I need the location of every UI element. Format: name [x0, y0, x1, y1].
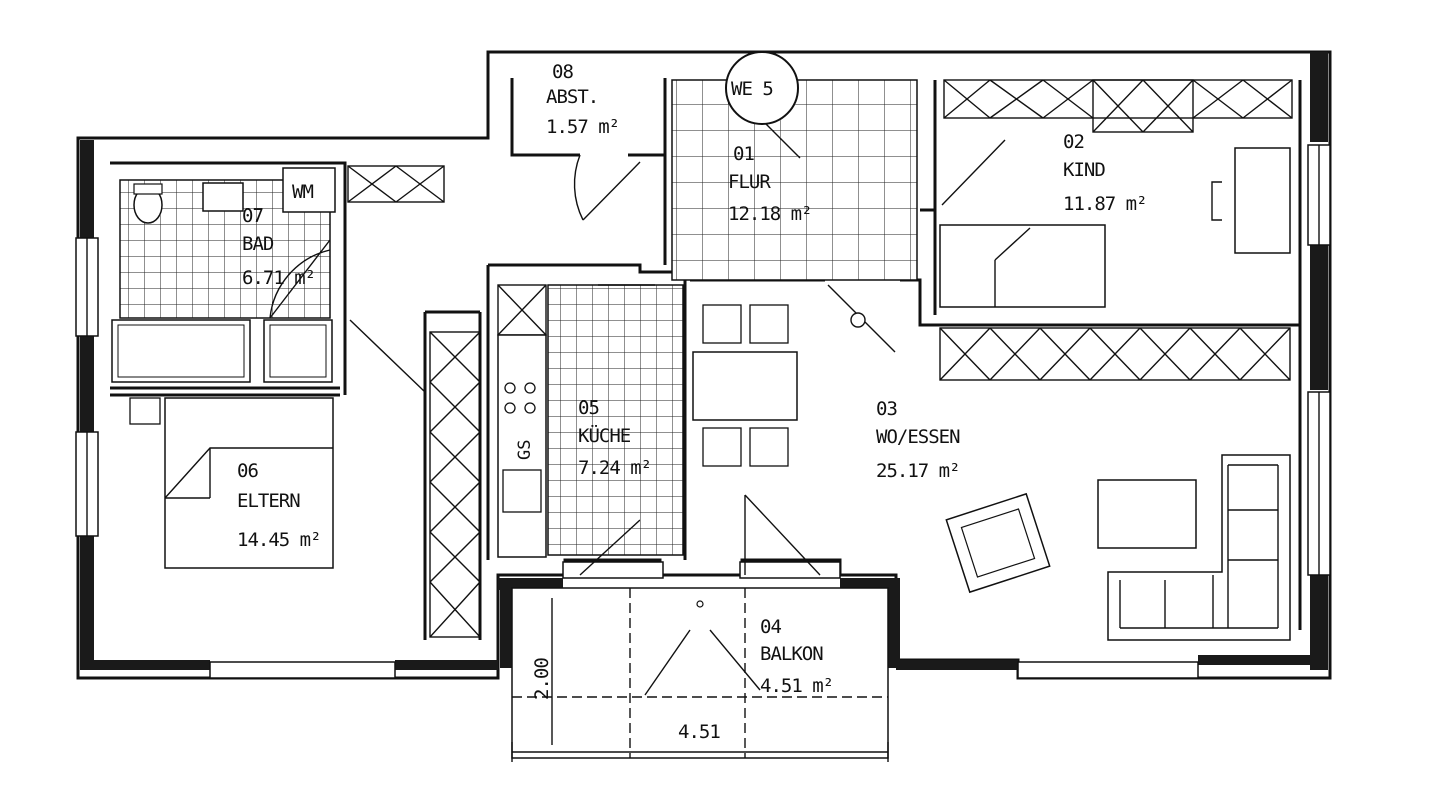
hall-tiles	[671, 79, 918, 281]
kitchen-counter	[497, 334, 547, 558]
room-area: 25.17 m²	[876, 460, 960, 482]
room-label-kueche: 05 KÜCHE 7.24 m²	[578, 397, 652, 479]
room-number: 06	[237, 460, 258, 482]
room-number: 08	[552, 61, 573, 83]
room-area: 12.18 m²	[728, 203, 812, 225]
room-number: 02	[1063, 131, 1084, 153]
room-label-flur: 01 FLUR 12.18 m²	[728, 143, 813, 225]
room-area: 11.87 m²	[1063, 193, 1147, 215]
room-label-eltern: 06 ELTERN 14.45 m²	[237, 460, 322, 551]
balcony-width-dimension: 4.51	[678, 721, 720, 743]
unit-label: WE 5	[731, 78, 773, 100]
unit-circle	[725, 51, 799, 125]
room-label-bad: 07 BAD 6.71 m²	[242, 205, 316, 289]
wall-cabinets	[347, 79, 1293, 638]
room-area: 1.57 m²	[546, 116, 619, 138]
room-label-kind: 02 KIND 11.87 m²	[1063, 131, 1148, 215]
room-name: WO/ESSEN	[876, 426, 960, 448]
room-name: BALKON	[760, 643, 823, 665]
room-number: 05	[578, 397, 599, 419]
bath-fixtures	[111, 167, 336, 383]
balcony	[511, 587, 889, 762]
room-name: KÜCHE	[578, 424, 631, 447]
room-name: KIND	[1063, 159, 1105, 181]
kitchen-tiles	[547, 284, 684, 556]
room-area: 14.45 m²	[237, 529, 321, 551]
room-name: ELTERN	[237, 490, 300, 512]
room-label-wohnen: 03 WO/ESSEN 25.17 m²	[876, 398, 961, 482]
room-number: 07	[242, 205, 263, 227]
room-area: 4.51 m²	[760, 675, 833, 697]
balcony-depth-dimension: 2.00	[531, 658, 553, 700]
stove-label: GS	[515, 440, 535, 460]
room-number: 04	[760, 616, 781, 638]
room-area: 6.71 m²	[242, 267, 315, 289]
room-name: FLUR	[728, 171, 771, 193]
furniture	[129, 147, 1291, 641]
room-label-abst: 08 ABST. 1.57 m²	[546, 61, 620, 138]
room-name: ABST.	[546, 86, 598, 108]
room-name: BAD	[242, 233, 274, 255]
room-number: 03	[876, 398, 897, 420]
room-label-balkon: 04 BALKON 4.51 m²	[760, 616, 834, 697]
room-number: 01	[733, 143, 754, 165]
washing-machine-label: WM	[292, 181, 313, 203]
room-area: 7.24 m²	[578, 457, 651, 479]
